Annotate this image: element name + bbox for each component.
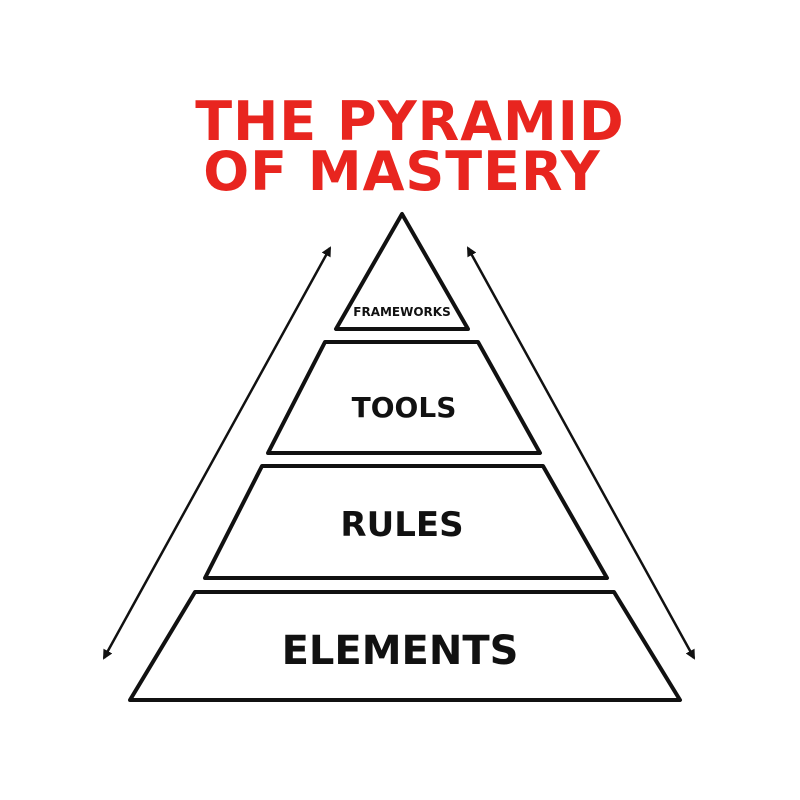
tier-rules-label: RULES <box>340 505 463 545</box>
tier-frameworks: FRAMEWORKS <box>334 212 470 331</box>
tier-elements: ELEMENTS <box>128 590 682 702</box>
right-double-arrow-icon <box>466 246 696 660</box>
diagram-title: THE PYRAMID OF MASTERY <box>195 90 624 203</box>
left-double-arrow-icon <box>102 246 332 660</box>
tier-elements-shape <box>128 590 682 702</box>
tier-tools-label: TOOLS <box>352 391 457 424</box>
tier-rules-shape <box>203 464 609 580</box>
tier-tools: TOOLS <box>266 340 542 455</box>
tier-frameworks-label: FRAMEWORKS <box>353 305 450 319</box>
tier-frameworks-shape <box>334 212 470 331</box>
tier-rules: RULES <box>203 464 609 580</box>
tier-tools-shape <box>266 340 542 455</box>
title-line-2: OF MASTERY <box>203 140 600 203</box>
tier-elements-label: ELEMENTS <box>282 628 519 674</box>
title-line-1: THE PYRAMID <box>195 90 624 153</box>
